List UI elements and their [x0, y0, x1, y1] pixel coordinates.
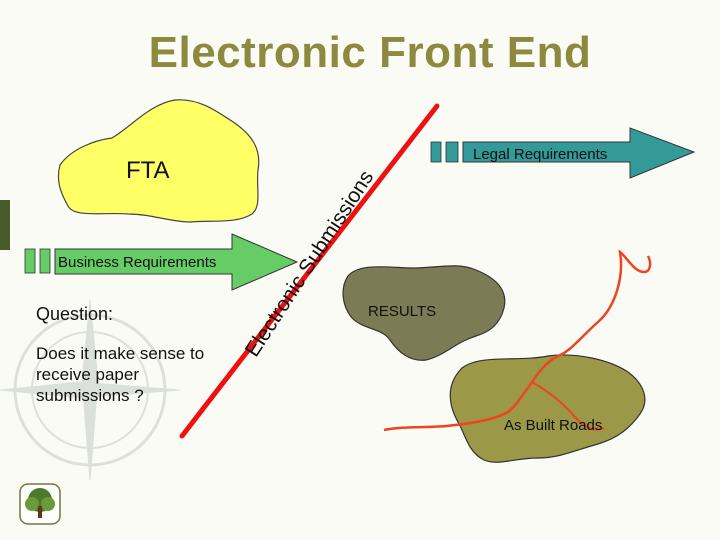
slide-title: Electronic Front End: [148, 28, 592, 77]
results-blob: [342, 265, 506, 361]
tree-logo: [19, 483, 61, 525]
question-heading: Question:: [36, 304, 114, 324]
compass-watermark: [0, 299, 181, 481]
business-requirements-label: Business Requirements: [58, 254, 217, 271]
legal-requirements-label: Legal Requirements: [473, 146, 608, 163]
fta-label: FTA: [126, 157, 170, 184]
business-arrow: [24, 233, 299, 291]
results-label: RESULTS: [368, 303, 437, 320]
left-edge-bar: [0, 200, 10, 250]
built-roads-blob: [449, 354, 646, 463]
diagonal-divider-line: [179, 103, 440, 439]
road-branch: [531, 381, 605, 431]
road-line: [383, 249, 652, 432]
as-built-roads-label: As Built Roads: [504, 417, 603, 434]
fta-blob: [57, 99, 260, 223]
question-text: Does it make sense to receive paper subm…: [36, 344, 205, 405]
legal-arrow: [430, 127, 696, 179]
